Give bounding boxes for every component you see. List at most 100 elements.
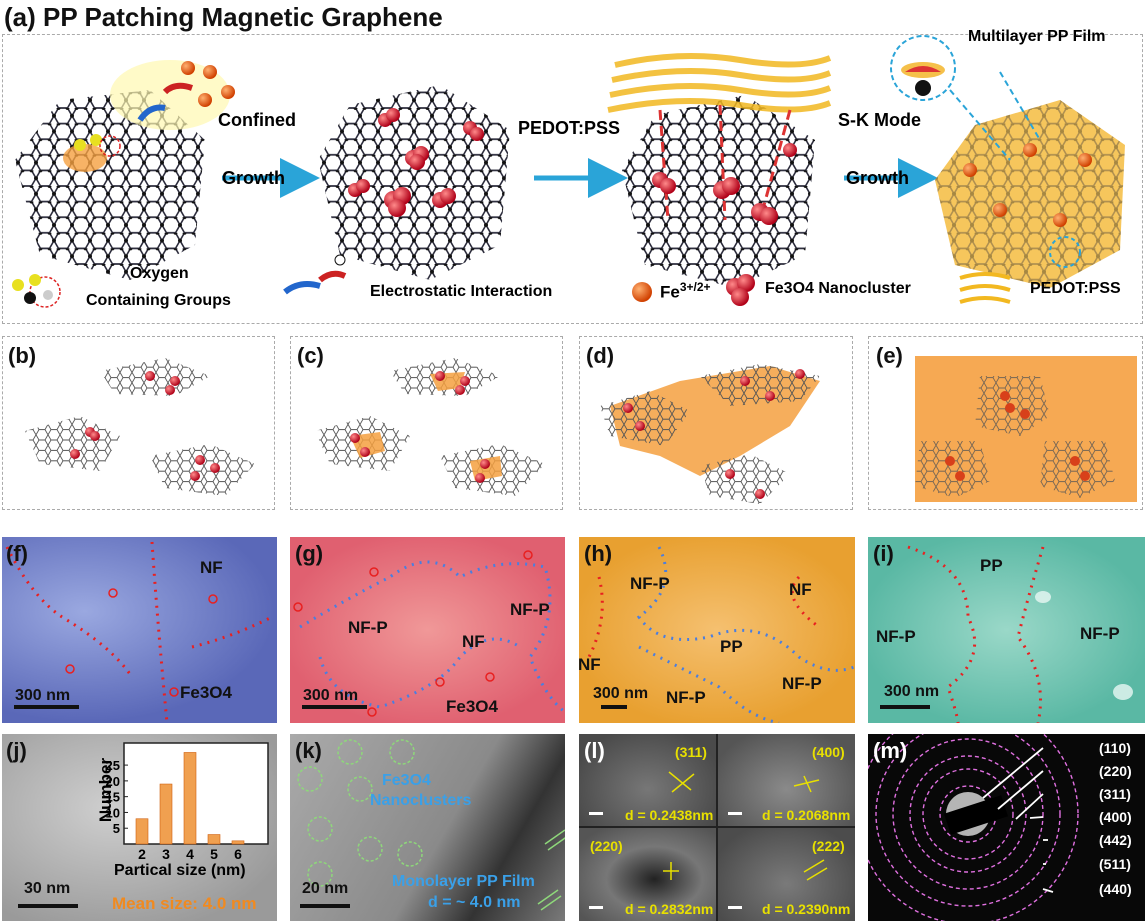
tem-k-clusters-1: Fe3O4 <box>382 772 431 789</box>
panel-b-label: (b) <box>8 343 37 368</box>
ring-label-220: (220) <box>1099 763 1132 779</box>
tem-l-q2-d: d = 0.2068nm <box>762 807 851 823</box>
sem-g-label: (g) <box>295 541 324 566</box>
arrow3-label-top: S-K Mode <box>838 110 921 130</box>
tem-k-d: d = ~ 4.0 nm <box>428 894 521 911</box>
ring-label-440: (440) <box>1099 881 1132 897</box>
histogram-xtick-4: 4 <box>186 846 194 862</box>
sem-f-fe: Fe3O4 <box>180 683 232 702</box>
sem-i-pp: PP <box>980 556 1003 575</box>
tem-j-scalebar <box>18 904 78 908</box>
sem-g-nfp2: NF-P <box>510 600 550 619</box>
histogram-bar-2 <box>135 818 149 845</box>
sem-f-nf: NF <box>200 558 223 577</box>
histogram-bar-5 <box>207 834 221 845</box>
ring-label-110: (110) <box>1099 740 1131 756</box>
legend-nanocluster: Fe3O4 Nanocluster <box>765 280 911 297</box>
sem-image-i <box>868 537 1145 723</box>
nanocluster-icon <box>726 274 755 306</box>
panel-d-frame <box>579 336 853 510</box>
tem-k-scalebar <box>300 904 350 908</box>
tem-l-q3-plane: (220) <box>590 838 623 854</box>
arrow1-label-bottom: Growth <box>222 168 285 188</box>
tem-l-q4-d: d = 0.2390nm <box>762 901 851 917</box>
legend-oxygen-1: Oxygen <box>130 265 189 282</box>
tem-l-label: (l) <box>584 738 605 763</box>
sem-h-label: (h) <box>584 541 613 566</box>
schematic-bcde <box>25 356 1137 504</box>
sem-i-nfp1: NF-P <box>876 627 916 646</box>
tem-image-m <box>868 734 1145 921</box>
histogram-ytick-5: 5 <box>113 821 120 836</box>
panel-b-frame <box>2 336 275 510</box>
histogram-xtick-5: 5 <box>210 846 218 862</box>
tem-image-k <box>290 734 565 921</box>
hrtem-quadrant-3 <box>579 828 716 921</box>
tem-k-scale: 20 nm <box>302 880 349 897</box>
legend-oxygen-2: Containing Groups <box>86 292 231 309</box>
sem-image-g <box>290 537 565 723</box>
tem-k-clusters-2: Nanoclusters <box>370 792 472 809</box>
histogram-ylabel: Number <box>96 757 116 823</box>
sem-image-h <box>579 537 855 723</box>
tem-j-mean: Mean size: 4.0 nm <box>112 894 257 913</box>
tem-l-q1-plane: (311) <box>675 744 707 760</box>
panel-a-title: (a) PP Patching Magnetic Graphene <box>4 2 443 32</box>
sem-h-nfp1: NF-P <box>630 574 670 593</box>
sem-image-f <box>2 537 277 723</box>
histogram-ytick-25: 25 <box>106 758 120 773</box>
histogram-bar-6 <box>231 840 245 845</box>
legend-fe: Fe3+/2+ <box>660 280 711 302</box>
panel-c-frame <box>290 336 563 510</box>
ring-label-442: (442) <box>1099 832 1132 848</box>
sem-h-nfp3: NF-P <box>782 674 822 693</box>
legend-pedot: PEDOT:PSS <box>1030 280 1121 297</box>
sem-h-nf1: NF <box>789 580 812 599</box>
tem-l-q3-d: d = 0.2832nm <box>625 901 714 917</box>
tem-j-label: (j) <box>6 738 27 763</box>
histogram-xtick-6: 6 <box>234 846 242 862</box>
film-label: Multilayer PP Film <box>968 28 1106 45</box>
histogram-xtick-2: 2 <box>138 846 146 862</box>
tem-l-q4-plane: (222) <box>812 838 845 854</box>
legend-electrostatic: Electrostatic Interaction <box>370 283 553 300</box>
sem-h-scale: 300 nm <box>593 685 649 702</box>
panel-a-frame <box>2 34 1143 324</box>
sem-f-scale: 300 nm <box>15 687 71 704</box>
graphene-sheet-1 <box>15 90 205 280</box>
sem-i-label: (i) <box>873 541 894 566</box>
tem-k-film: Monolayer PP Film <box>392 873 535 890</box>
sem-i-nfp2: NF-P <box>1080 624 1120 643</box>
panel-a-illustration <box>12 35 1125 308</box>
sem-g-nfp1: NF-P <box>348 618 388 637</box>
panel-e-label: (e) <box>876 343 903 368</box>
histogram-xlabel: Partical size (nm) <box>114 862 246 879</box>
histogram-xtick-3: 3 <box>162 846 170 862</box>
hrtem-quadrant-4 <box>718 828 855 921</box>
ring-label-400: (400) <box>1099 809 1132 825</box>
fe-ion-icon <box>632 282 652 302</box>
tem-j-scale: 30 nm <box>24 880 71 897</box>
tem-m-label: (m) <box>873 738 908 763</box>
pedot-icon <box>959 272 1011 304</box>
panel-e-frame <box>868 336 1143 510</box>
panel-c-label: (c) <box>297 343 324 368</box>
arrow2-label: PEDOT:PSS <box>518 118 621 138</box>
histogram-ytick-15: 15 <box>106 790 120 805</box>
hrtem-quadrant-2 <box>718 734 855 826</box>
tem-l-q1-d: d = 0.2438nm <box>625 807 714 823</box>
sem-g-fe: Fe3O4 <box>446 697 498 716</box>
oxygen-group-icon <box>12 274 61 308</box>
sem-g-scale: 300 nm <box>303 687 359 704</box>
panel-d-label: (d) <box>586 343 615 368</box>
sem-h-nfp2: NF-P <box>666 688 706 707</box>
tem-image-l <box>579 734 855 921</box>
sem-f-label: (f) <box>6 541 28 566</box>
ring-label-511: (511) <box>1099 856 1131 872</box>
sem-i-scale: 300 nm <box>884 683 940 700</box>
tem-k-label: (k) <box>295 738 322 763</box>
histogram-ytick-20: 20 <box>106 774 120 789</box>
sem-h-pp: PP <box>720 637 743 656</box>
histogram-bar-4 <box>183 752 197 845</box>
